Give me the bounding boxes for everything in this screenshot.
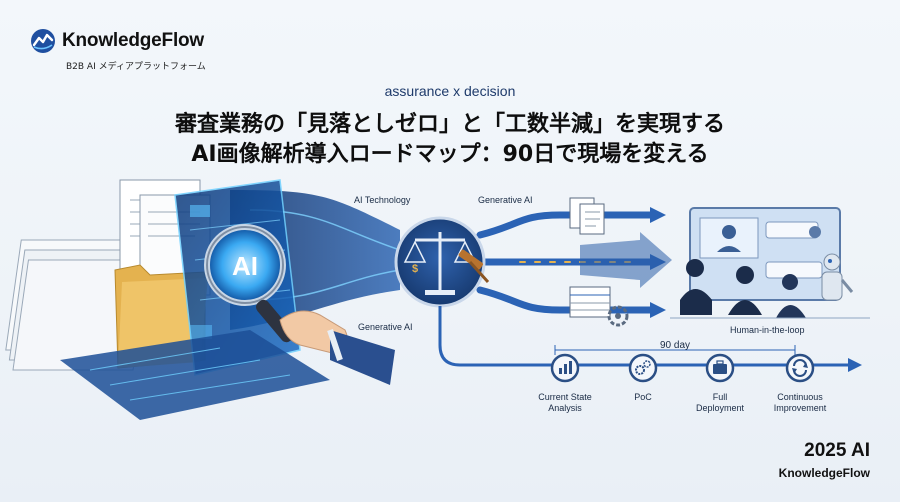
robot-icon <box>821 253 854 301</box>
label-ai-technology: AI Technology <box>354 195 411 205</box>
ai-badge-text: AI <box>232 251 258 281</box>
brand-name: KnowledgeFlow <box>62 30 205 51</box>
timeline-step-3-line1: Full <box>713 392 728 402</box>
justice-scale-icon: $ <box>394 216 490 308</box>
timeline-step-4-line2: Improvement <box>774 403 827 413</box>
data-table-icon <box>569 286 611 318</box>
timeline-step-4-line1: Continuous <box>777 392 823 402</box>
page-title-line2: AI画像解析導入ロードマップ：90日で現場を変える <box>191 142 709 167</box>
label-generative-ai-bottom: Generative AI <box>358 322 413 332</box>
timeline-step-3-line2: Deployment <box>696 403 745 413</box>
footer-year: 2025 AI <box>804 440 870 461</box>
video-conference-monitor <box>689 207 841 301</box>
team-members-illustration <box>680 259 806 318</box>
timeline-step-analysis-icon <box>550 353 580 383</box>
brand-subtitle: B2B AI メディアプラットフォーム <box>66 62 206 72</box>
label-generative-ai-top: Generative AI <box>478 195 533 205</box>
timeline-step-improvement-icon <box>785 353 815 383</box>
brand-logo[interactable]: KnowledgeFlow <box>30 28 204 54</box>
hand-illustration <box>279 310 395 385</box>
timeline-connector <box>438 306 862 372</box>
label-human-in-the-loop: Human-in-the-loop <box>730 325 805 335</box>
circuit-base <box>60 330 330 420</box>
timeline-step-1-line1: Current State <box>538 392 592 402</box>
timeline-step-1-line2: Analysis <box>548 403 582 413</box>
tagline: assurance x decision <box>384 83 516 99</box>
timeline-step-deployment-icon <box>705 353 735 383</box>
report-document-icon <box>569 197 605 235</box>
svg-text:$: $ <box>412 263 418 275</box>
page-title-line1: 審査業務の「見落としゼロ」と「工数半減」を実現する <box>174 112 725 137</box>
timeline-step-poc-icon <box>628 353 658 383</box>
main-arrow <box>580 232 672 288</box>
timeline-duration-label: 90 day <box>660 340 690 351</box>
footer-brand: KnowledgeFlow <box>778 466 870 480</box>
timeline-step-2-line1: PoC <box>634 392 652 402</box>
knowledgeflow-logo-icon <box>31 29 55 53</box>
gear-icon <box>607 305 629 327</box>
